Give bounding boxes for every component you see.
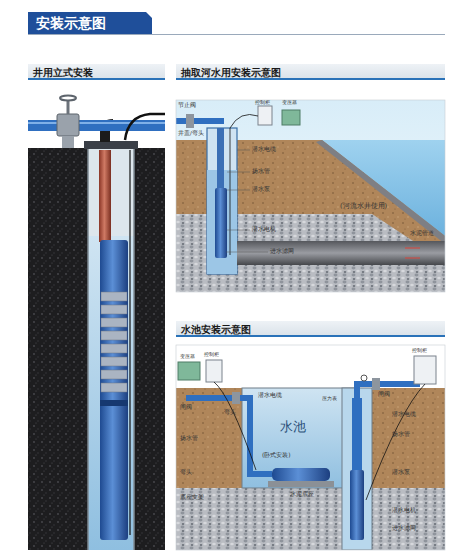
part-label: 水泥管道 — [410, 231, 434, 237]
part-label: 底座支架 — [180, 495, 204, 501]
well-illustration — [28, 96, 165, 551]
part-label: 弯头 — [224, 410, 236, 416]
part-label: 变压器 — [180, 354, 195, 359]
part-label: 潜水电机 — [252, 227, 276, 233]
part-label: 扬水管 — [392, 432, 410, 438]
section-header: 抽取河水用安装示意图 — [176, 64, 445, 80]
part-label: 潜水电缆 — [392, 412, 416, 418]
header-text: 抽取河水用安装示意图 — [181, 67, 445, 80]
section-header: 水池安装示意图 — [176, 321, 445, 337]
part-label: (卧式安装) — [262, 452, 291, 458]
title-text: 安装示意图 — [36, 15, 106, 31]
part-label: 扬水管 — [252, 169, 270, 175]
part-label: 井盖/弯头 — [178, 131, 204, 137]
part-label: 潜水泵 — [392, 470, 410, 476]
part-label: 进水滤网 — [270, 249, 294, 255]
part-label: 节止阀 — [178, 103, 196, 109]
part-label: 潜水电缆 — [258, 393, 282, 399]
part-label: 进水滤网 — [392, 526, 416, 532]
title-text: 安装示意图 — [28, 12, 152, 34]
part-label: 潜水泵 — [252, 187, 270, 193]
part-label: 扬水管 — [180, 436, 198, 442]
river-illustration — [176, 100, 445, 292]
part-label: 水泥底座 — [290, 492, 314, 498]
part-label: 闸阀 — [378, 392, 390, 398]
header-text: 水池安装示意图 — [181, 324, 445, 337]
part-label: 变压器 — [282, 100, 297, 105]
part-label: 水池 — [280, 420, 306, 433]
title-bar — [28, 12, 152, 34]
part-label: 潜水电机 — [392, 508, 416, 514]
part-label: (河流水井使用) — [340, 203, 387, 210]
part-label: 控制柜 — [412, 348, 427, 353]
part-label: 闸阀 — [180, 405, 192, 411]
header-text: 井用立式安装 — [33, 67, 165, 80]
part-label: 控制柜 — [255, 100, 270, 105]
rule — [28, 34, 445, 35]
part-label: 弯头 — [180, 470, 192, 476]
part-label: 潜水电缆 — [252, 147, 276, 153]
section-header: 井用立式安装 — [28, 64, 165, 80]
part-label: 控制柜 — [204, 352, 219, 357]
pool-illustration — [176, 345, 445, 550]
part-label: 压力表 — [322, 396, 337, 401]
